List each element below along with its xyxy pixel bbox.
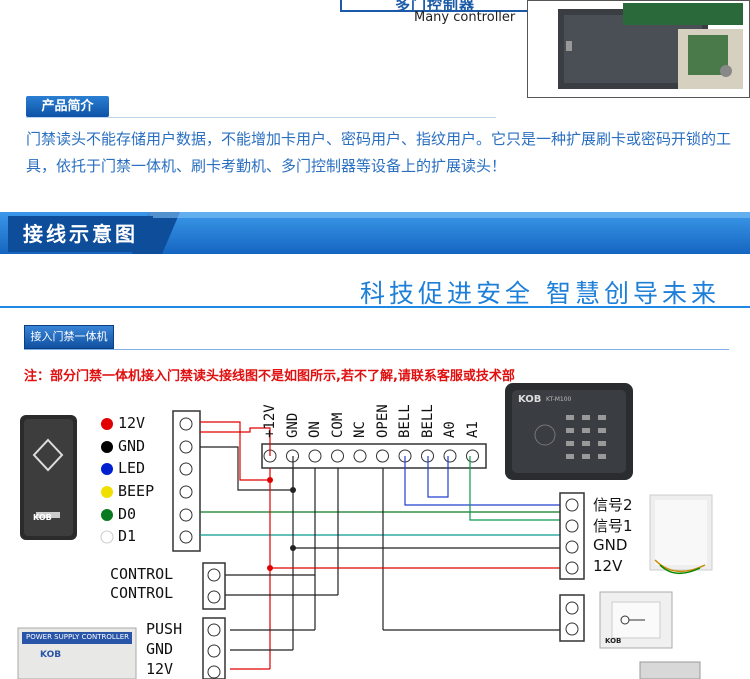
- wiring-notice: 注：部分门禁一体机接入门禁读头接线图不是如图所示,若不了解,请联系客服或技术部: [24, 369, 515, 384]
- wire-color-dot: [101, 509, 113, 521]
- keypad-key: [598, 415, 606, 420]
- controller-terminal-label: GND: [284, 412, 301, 438]
- controller-terminal-screw: [376, 449, 389, 463]
- keypad-key: [582, 454, 590, 459]
- product-intro-text: 门禁读头不能存储用户数据，不能增加卡用户、密码用户、指纹用户。它只是一种扩展刷卡…: [26, 130, 732, 175]
- keypad-key: [566, 415, 574, 420]
- controller-terminal-label: A0: [442, 421, 458, 438]
- reader-wire-label: GND: [118, 437, 146, 455]
- controller-terminal-label: BELL: [419, 404, 436, 438]
- wiring-banner-title: 接线示意图: [8, 216, 153, 252]
- keypad-brand: KOB: [518, 394, 542, 405]
- reader-wire-label: LED: [118, 459, 146, 477]
- many-controller-caption: Many controller: [414, 10, 516, 25]
- control-label: CONTROL: [110, 565, 174, 583]
- slogan: 科技促进安全 智慧创导未来: [360, 279, 720, 308]
- control-label: CONTROL: [110, 584, 174, 602]
- lock-image: [639, 661, 701, 679]
- keypad-key: [566, 441, 574, 446]
- doorbell-image: [649, 494, 713, 574]
- wire-color-dot: [101, 486, 113, 498]
- controller-terminal-label: NC: [352, 421, 368, 438]
- doorbell-terminal-label: GND: [593, 536, 628, 554]
- power-terminal-label: GND: [146, 640, 174, 658]
- controller-cabinet-image: [527, 0, 750, 98]
- reader-terminal-screw: [179, 508, 193, 522]
- controller-terminal-label: BELL: [397, 404, 413, 438]
- keypad-reader-image: [505, 383, 633, 480]
- controller-terminal-screw: [353, 449, 367, 463]
- wire-color-dot: [100, 530, 114, 544]
- power-supply-image: [17, 627, 137, 679]
- power-terminal-label: PUSH: [146, 620, 183, 638]
- product-intro-tag: 产品简介: [26, 96, 109, 117]
- controller-terminal-label: A1: [464, 421, 481, 438]
- wire-color-dot: [101, 463, 113, 475]
- controller-terminal-screw: [308, 449, 322, 463]
- divider: [24, 349, 729, 350]
- controller-terminal-label: COM: [329, 412, 346, 438]
- reader-wire-label: BEEP: [118, 482, 155, 500]
- reader-terminal-screw: [179, 440, 193, 454]
- reader-wire-label: 12V: [118, 414, 146, 432]
- top-banner-text: 多门控制器: [395, 0, 476, 14]
- exit-button-image: [599, 591, 673, 649]
- keypad-key: [598, 428, 606, 433]
- keypad-model: KT-M100: [546, 396, 572, 403]
- controller-terminal-screw: [466, 449, 479, 463]
- reader-wire-label: D1: [118, 527, 137, 545]
- divider: [26, 117, 496, 118]
- reader-terminal-screw: [179, 462, 193, 476]
- exit-button-brand: KOB: [605, 637, 622, 645]
- doorbell-terminal-label: 信号1: [593, 517, 633, 535]
- keypad-key: [582, 415, 590, 420]
- power-terminal-label: 12V: [146, 660, 174, 678]
- reader-wire-label: D0: [118, 505, 137, 523]
- card-reader-image: [20, 415, 77, 540]
- controller-terminal-label: OPEN: [374, 404, 391, 438]
- keypad-key: [598, 441, 606, 446]
- reader-terminal-screw: [179, 530, 193, 544]
- doorbell-terminal-label: 12V: [593, 557, 623, 575]
- reader-terminal-screw: [179, 417, 193, 431]
- keypad-key: [566, 428, 574, 433]
- controller-terminal-label: +12V: [262, 404, 278, 438]
- power-box-label: POWER SUPPLY CONTROLLER: [26, 633, 130, 641]
- reader-brand: KOB: [33, 513, 52, 522]
- wire-color-dot: [101, 441, 113, 453]
- controller-terminal-screw: [331, 449, 344, 463]
- keypad-key: [566, 454, 574, 459]
- doorbell-terminal-label: 信号2: [593, 496, 633, 514]
- wire-color-dot: [101, 418, 113, 430]
- keypad-key: [582, 441, 590, 446]
- connect-controller-tag: 接入门禁一体机: [24, 325, 114, 349]
- keypad-key: [582, 428, 590, 433]
- power-box-brand: KOB: [40, 650, 62, 660]
- divider: [0, 306, 750, 308]
- keypad-key: [598, 454, 606, 459]
- reader-terminal-screw: [179, 485, 193, 499]
- controller-terminal-screw: [443, 449, 457, 463]
- controller-terminal-label: ON: [307, 421, 323, 438]
